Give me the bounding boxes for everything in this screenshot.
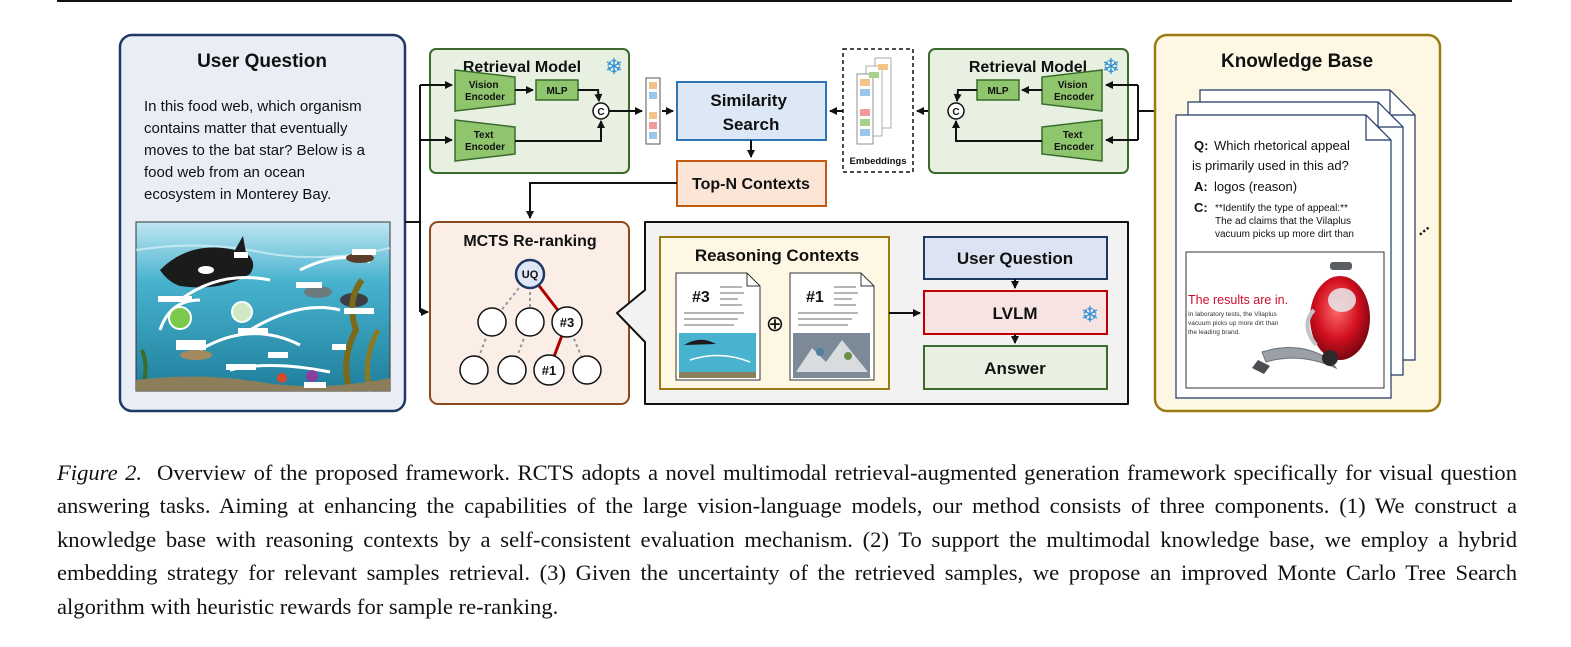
svg-text:LVLM: LVLM	[992, 304, 1037, 323]
svg-text:Q:: Q:	[1194, 138, 1208, 153]
svg-text:**Identify the type of appeal:: **Identify the type of appeal:** The ad …	[1215, 203, 1354, 240]
mcts-root-node	[514, 258, 546, 290]
orca-icon	[160, 236, 254, 288]
similarity-search-box: Similarity Search	[676, 81, 827, 141]
svg-text:Text Encoder: Text Encoder	[465, 130, 505, 153]
svg-text:Top-N Contexts: Top-N Contexts	[692, 176, 810, 193]
retrieval-model-right: Retrieval Model ❄ Vision Encoder Text En…	[928, 48, 1129, 174]
text-encoder-right	[1041, 119, 1103, 162]
framework-diagram: User Question In this food web, which or…	[118, 33, 1442, 413]
lvlm-box: LVLM ❄	[923, 290, 1108, 335]
svg-text:Which rhetorical appeal: Which rhetorical appeal is primarily use…	[1192, 138, 1353, 173]
retrieval-model-left: Retrieval Model ❄ Vision Encoder Text En…	[429, 48, 630, 174]
user-question-panel: User Question In this food web, which or…	[118, 33, 407, 413]
concat-right	[947, 102, 965, 120]
bat-star-icon	[277, 373, 287, 383]
kelp-bass-icon	[304, 286, 332, 298]
vacuum-ad-image: The results are in. In laboratory tests,…	[1185, 251, 1385, 389]
context-card-1: #1	[789, 272, 875, 381]
svg-text:MLP: MLP	[546, 86, 567, 97]
svg-text:Text Encoder: Text Encoder	[1054, 130, 1094, 153]
svg-text:#3: #3	[560, 315, 574, 330]
svg-text:A:: A:	[1194, 179, 1208, 194]
midshipman-icon	[180, 350, 212, 360]
vision-encoder-left	[454, 69, 516, 112]
svg-text:#1: #1	[542, 363, 556, 378]
mcts-node	[497, 355, 527, 385]
sea-otter-icon	[346, 253, 374, 263]
mcts-node-selected	[551, 306, 583, 338]
svg-text:logos (reason): logos (reason)	[1214, 179, 1297, 194]
caption-label: Figure 2.	[57, 460, 143, 485]
reasoning-contexts-panel: Reasoning Contexts #3 ⊕ #1	[659, 236, 890, 390]
context-card-3: #3	[675, 272, 761, 381]
svg-text:Vision Encoder: Vision Encoder	[465, 80, 505, 103]
caption-text: Overview of the proposed framework. RCTS…	[57, 460, 1518, 619]
svg-text:#3: #3	[692, 289, 710, 306]
svg-text:UQ: UQ	[522, 269, 539, 281]
svg-text:C: C	[952, 107, 959, 118]
pipeline-user-question: User Question	[923, 236, 1108, 280]
svg-text:Answer: Answer	[984, 359, 1046, 378]
svg-text:User Question: User Question	[957, 249, 1073, 268]
mcts-node	[477, 307, 507, 337]
knowledge-base-panel: Knowledge Base ... Q: Which rhetorical a…	[1153, 33, 1442, 413]
embedding-vector-left	[609, 77, 674, 145]
reasoning-title: Reasoning Contexts	[695, 246, 859, 265]
embeddings-stack: Embeddings	[842, 48, 914, 173]
retrieval-right-title: Retrieval Model	[969, 59, 1087, 76]
answer-box: Answer	[923, 345, 1108, 390]
input-connectors	[405, 81, 453, 316]
user-question-text: In this food web, which organism contain…	[144, 98, 369, 203]
vacuum-icon	[1252, 262, 1370, 374]
mcts-panel: MCTS Re-ranking UQ #3 #1	[429, 221, 630, 405]
vision-encoder-right	[1041, 69, 1103, 112]
knowledge-base-title: Knowledge Base	[1221, 51, 1373, 72]
sea-urchin-icon	[306, 370, 318, 382]
mcts-node-selected	[533, 354, 565, 386]
user-question-title: User Question	[197, 51, 327, 72]
snowflake-icon: ❄	[1081, 302, 1099, 327]
svg-text:In laboratory tests, the Vilap: In laboratory tests, the Vilaplus vacuum…	[1188, 311, 1280, 336]
snowflake-icon: ❄	[1102, 54, 1120, 79]
mcts-node	[515, 307, 545, 337]
food-web-image	[135, 221, 391, 392]
combine-icon: ⊕	[766, 311, 784, 336]
mcts-title: MCTS Re-ranking	[463, 233, 596, 250]
svg-text:C:: C:	[1194, 200, 1208, 215]
kb-connectors	[1105, 81, 1155, 144]
phytoplankton-icon	[168, 306, 192, 330]
svg-text:Vision Encoder: Vision Encoder	[1054, 80, 1094, 103]
snowflake-icon: ❄	[605, 54, 623, 79]
figure-caption: Figure 2. Overview of the proposed frame…	[57, 456, 1517, 623]
top-rule	[57, 0, 1512, 2]
top-n-contexts-box: Top-N Contexts	[676, 160, 827, 207]
text-encoder-left	[454, 119, 516, 162]
svg-text:Similarity Search: Similarity Search	[710, 91, 791, 134]
svg-text:#1: #1	[806, 289, 824, 306]
mcts-node	[572, 355, 602, 385]
svg-text:Embeddings: Embeddings	[849, 156, 906, 167]
mcts-node	[459, 355, 489, 385]
svg-text:The results are in.: The results are in.	[1188, 293, 1288, 307]
svg-text:MLP: MLP	[987, 86, 1008, 97]
svg-text:C: C	[597, 107, 604, 118]
retrieval-left-title: Retrieval Model	[463, 59, 581, 76]
kelp-icon	[343, 278, 365, 392]
zooplankton-icon	[231, 301, 253, 323]
